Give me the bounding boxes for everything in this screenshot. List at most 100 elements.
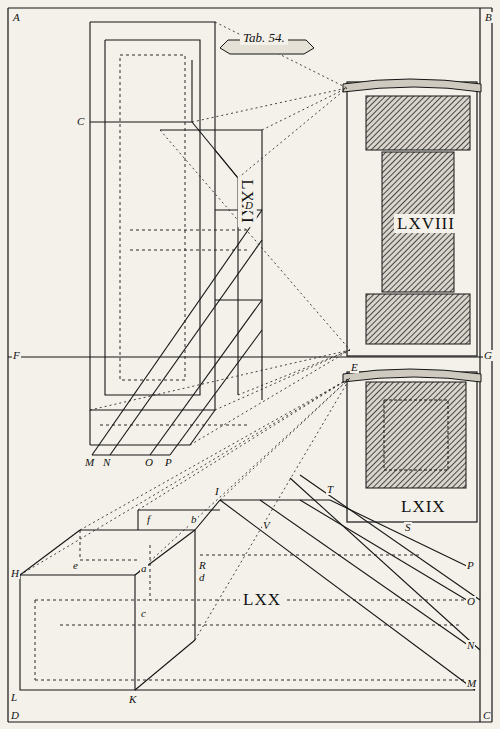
engraved-line (90, 444, 190, 445)
point-letter: R (198, 560, 207, 571)
engraved-line (192, 88, 347, 122)
point-letter: C (76, 116, 85, 127)
engraved-line (190, 410, 215, 445)
engraved-line (35, 680, 475, 681)
engraved-line (135, 530, 195, 575)
engraved-line (384, 400, 448, 470)
point-letter: E (350, 362, 359, 373)
engraved-line (200, 555, 420, 556)
point-letter: c (140, 608, 147, 619)
point-letter: B (484, 12, 493, 23)
strokes (35, 530, 475, 680)
engraved-line (120, 55, 185, 380)
engraved-line (160, 130, 350, 350)
engraved-line (20, 575, 135, 690)
point-letter: K (128, 694, 137, 705)
engraved-line (8, 7, 492, 8)
point-letter: G (483, 350, 493, 361)
engraved-line (215, 350, 350, 410)
engraved-line (90, 22, 215, 410)
figure-number: LXIX (398, 497, 449, 516)
point-letter: d (198, 572, 206, 583)
engraved-line (190, 350, 350, 445)
hatched-panel (366, 382, 466, 488)
engraved-line (130, 250, 250, 251)
engraved-line (80, 530, 81, 560)
engraved-line (238, 88, 347, 178)
point-letter: V (262, 520, 271, 531)
strokes (100, 55, 250, 425)
point-letter: F (12, 350, 21, 361)
point-letter: D (10, 710, 20, 721)
engraved-line (100, 425, 250, 426)
engraved-line (80, 560, 140, 561)
engraved-line (262, 88, 347, 130)
scroll (347, 372, 477, 522)
point-letter: P (466, 560, 475, 571)
engraved-line (135, 640, 195, 690)
engraved-line (215, 299, 262, 300)
engraved-line (8, 721, 492, 722)
point-letter: N (102, 457, 111, 468)
point-letter: H (10, 568, 20, 579)
point-letter: O (466, 596, 476, 607)
strokes (8, 8, 492, 722)
point-letter: N (466, 640, 475, 651)
engraved-line (60, 625, 460, 626)
strokes (20, 475, 480, 690)
engraved-line (90, 121, 192, 122)
plate-title: Tab. 54. (240, 30, 288, 45)
engraved-line (150, 300, 262, 455)
engraved-line (105, 40, 200, 395)
hatched-panel (366, 294, 470, 344)
engraved-line (215, 150, 238, 178)
strokes (90, 22, 262, 455)
engraved-line (138, 378, 350, 510)
point-letter: D (244, 200, 254, 211)
scroll-roll (343, 369, 481, 382)
point-letter: I (214, 486, 220, 497)
engraved-line (220, 378, 350, 500)
engraved-line (215, 22, 347, 88)
engraved-line (20, 530, 80, 575)
engraved-line (7, 8, 8, 722)
engraved-line (92, 210, 262, 455)
figure-number: LXVIII (394, 214, 458, 233)
engraved-line (300, 500, 475, 605)
engraved-line (135, 378, 350, 575)
point-letter: M (84, 457, 95, 468)
point-letter: S (404, 522, 412, 533)
scroll (347, 82, 477, 356)
engraved-line (92, 454, 170, 455)
engraved-line (220, 500, 475, 690)
point-letter: P (164, 457, 173, 468)
scroll-roll (343, 79, 481, 92)
engraved-line (137, 510, 138, 530)
point-letter: a (140, 563, 148, 574)
point-letter: f (146, 514, 151, 525)
hatched-panel (366, 96, 470, 150)
engraved-line (195, 378, 350, 640)
engraved-line (191, 60, 192, 122)
point-letter: A (12, 12, 21, 23)
point-letter: C (482, 710, 491, 721)
engraved-line (110, 240, 262, 455)
engraved-line (290, 478, 480, 650)
strokes (384, 400, 448, 470)
engraved-line (35, 600, 36, 680)
engraved-line (194, 530, 195, 640)
point-letter: T (326, 484, 334, 495)
point-letter: M (466, 678, 477, 689)
point-letter: e (72, 560, 79, 571)
figure-number: LXX (240, 590, 284, 609)
engraved-line (170, 330, 262, 455)
engraved-line (300, 475, 480, 600)
engraved-line (491, 8, 492, 722)
engraved-line (90, 350, 350, 410)
engraved-line (150, 545, 151, 600)
engraved-line (80, 378, 350, 530)
engraved-line (195, 500, 220, 530)
engraved-line (135, 689, 475, 690)
engraved-line (479, 8, 480, 722)
